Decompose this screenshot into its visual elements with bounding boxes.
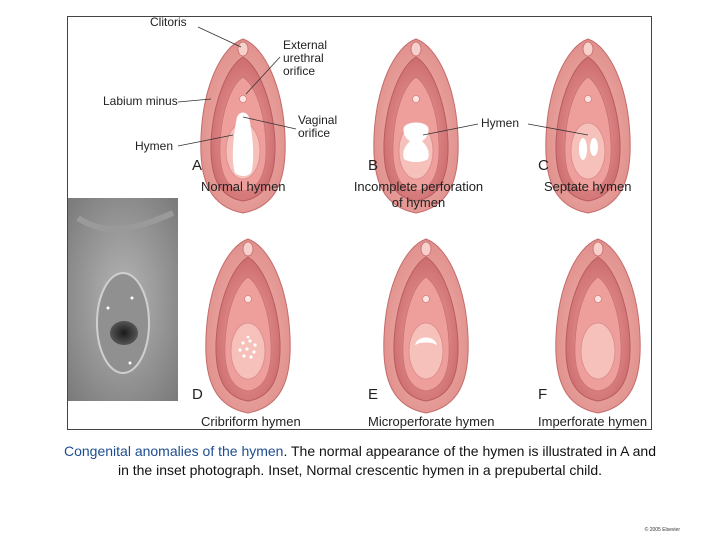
panel-letter-f: F [538, 386, 547, 403]
label-hymen-left: Hymen [135, 140, 173, 153]
label-external-urethral-orifice: External urethral orifice [283, 39, 327, 78]
figure-caption: Congenital anomalies of the hymen. The n… [64, 442, 656, 480]
panel-letter-e: E [368, 386, 378, 403]
panel-letter-b: B [368, 157, 378, 174]
caption-lead: Congenital anomalies of the hymen [64, 443, 283, 459]
copyright-notice: © 2005 Elsevier [645, 527, 680, 533]
label-external-line3: orifice [283, 65, 327, 78]
panel-letter-c: C [538, 157, 549, 174]
panel-caption-b-line1: Incomplete perforation [351, 179, 486, 195]
panel-caption-e: Microperforate hymen [368, 414, 494, 430]
label-clitoris: Clitoris [150, 16, 187, 29]
vulva-f [556, 239, 640, 413]
inset-photograph [68, 198, 178, 401]
hymen-anomalies-figure: Clitoris External urethral orifice Labiu… [67, 16, 652, 430]
panel-caption-d: Cribriform hymen [201, 414, 301, 430]
panel-letter-a: A [192, 157, 202, 174]
vulva-e [384, 239, 468, 413]
label-vaginal-orifice: Vaginal orifice [298, 114, 337, 140]
panel-caption-b-line2: of hymen [351, 195, 486, 211]
panel-caption-b: Incomplete perforation of hymen [351, 179, 486, 211]
panel-caption-f: Imperforate hymen [538, 414, 647, 430]
label-vaginal-line2: orifice [298, 127, 337, 140]
label-labium-minus: Labium minus [103, 95, 178, 108]
panel-caption-c: Septate hymen [544, 179, 631, 195]
vulva-d [206, 239, 290, 413]
label-hymen-right: Hymen [481, 117, 519, 130]
panel-letter-d: D [192, 386, 203, 403]
panel-caption-a: Normal hymen [201, 179, 286, 195]
